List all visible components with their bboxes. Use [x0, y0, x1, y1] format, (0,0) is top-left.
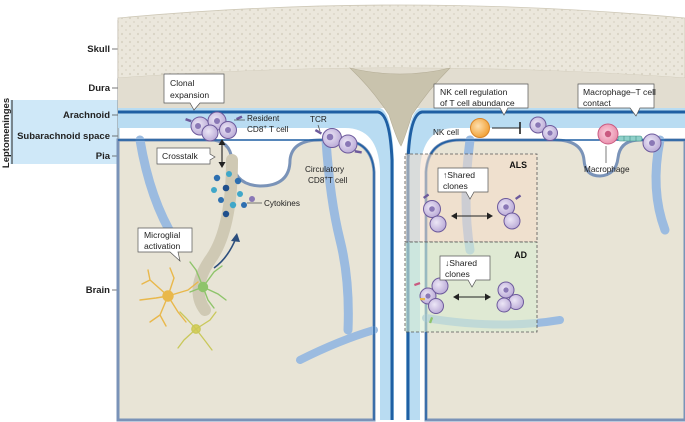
ad-arrowhead-right — [485, 293, 491, 301]
ad-tcells-right — [496, 281, 524, 313]
svg-text:expansion: expansion — [170, 90, 209, 100]
resident-label-1: Resident — [247, 114, 280, 123]
macrophage-tcell-nucleus — [649, 140, 655, 146]
dura-label: Dura — [88, 83, 110, 94]
als-arrowhead-right — [487, 212, 493, 220]
circulatory-label-2: CD8+T cell — [308, 176, 348, 185]
pia-label: Pia — [96, 151, 111, 162]
cytokines-label: Cytokines — [264, 199, 300, 208]
brain-left-fold — [192, 154, 238, 316]
sulcus-left-2 — [321, 135, 353, 335]
svg-text:of T cell abundance: of T cell abundance — [440, 98, 515, 108]
cytokine-dots — [211, 171, 255, 218]
als-arrowhead-left — [451, 212, 457, 220]
microglia-yellow — [139, 267, 199, 327]
callout-nk-regulation: NK cell regulation of T cell abundance — [433, 83, 529, 116]
svg-text:Macrophage–T cell: Macrophage–T cell — [583, 87, 656, 97]
leptomeninges-label: Leptomeninges — [1, 98, 12, 168]
arachnoid-label: Arachnoid — [63, 110, 110, 121]
sulcus-left-3 — [296, 326, 378, 364]
callout-crosstalk: Crosstalk — [156, 147, 216, 165]
als-tcells-left — [423, 193, 447, 233]
svg-text:clones: clones — [443, 181, 468, 191]
circulatory-label-1: Circulatory — [305, 165, 345, 174]
crosstalk-arrowhead-up — [218, 139, 226, 145]
svg-text:NK cell regulation: NK cell regulation — [440, 87, 508, 97]
dural-sinus — [348, 67, 451, 147]
skull-layer — [117, 4, 685, 79]
svg-text:Clonal: Clonal — [170, 78, 194, 88]
resident-label-2: CD8+ T cell — [247, 125, 289, 134]
circulatory-sup: + — [324, 176, 328, 182]
microglia-lime — [177, 311, 217, 351]
svg-text:clones: clones — [445, 269, 470, 279]
circulatory-cd8: CD8 — [308, 176, 325, 185]
callout-clonal-expansion: Clonal expansion — [163, 73, 225, 111]
svg-text:Crosstalk: Crosstalk — [162, 151, 199, 161]
microglia-green — [189, 261, 227, 309]
svg-text:contact: contact — [583, 98, 611, 108]
tcr-leader — [317, 124, 321, 132]
callout-macrophage-contact: Macrophage–T cell contact — [577, 83, 656, 117]
synapse-bridge — [617, 135, 643, 142]
callout-ad-shared-clones: ↓Shared clones — [439, 255, 491, 288]
svg-text:↑Shared: ↑Shared — [443, 170, 475, 180]
arachnoid-membrane-left — [118, 110, 394, 420]
nk-target-tcells — [529, 116, 558, 141]
nk-cell-label: NK cell — [433, 128, 459, 137]
resident-cd8: CD8 — [247, 125, 264, 134]
ad-arrowhead-left — [453, 293, 459, 301]
svg-text:activation: activation — [144, 241, 181, 251]
resident-sup: + — [263, 125, 267, 131]
ad-tag: AD — [514, 250, 527, 260]
resident-tcell-cluster — [185, 111, 243, 142]
callout-microglial-activation: Microglial activation — [137, 227, 193, 262]
activation-arrowhead — [231, 233, 240, 242]
crosstalk-arrowhead-down — [218, 162, 226, 168]
macrophage-nucleus — [604, 130, 612, 138]
ad-tcells-left — [414, 277, 449, 324]
tcr-label: TCR — [310, 115, 327, 124]
svg-text:↓Shared: ↓Shared — [445, 258, 477, 268]
resident-tail: T cell — [267, 125, 289, 134]
als-tcells-right — [497, 194, 522, 230]
macrophage-label: Macrophage — [584, 165, 630, 174]
circulatory-tail: T cell — [328, 176, 348, 185]
subarachnoid-label: Subarachnoid space — [17, 131, 110, 142]
leptomeninges-band — [10, 100, 120, 164]
als-tag: ALS — [509, 160, 527, 170]
nk-cell — [470, 118, 490, 138]
callout-als-shared-clones: ↑Shared clones — [437, 167, 489, 200]
brain-label: Brain — [86, 285, 110, 296]
circulatory-tcell — [314, 128, 362, 154]
skull-label: Skull — [87, 44, 110, 55]
svg-text:Microglial: Microglial — [144, 230, 180, 240]
